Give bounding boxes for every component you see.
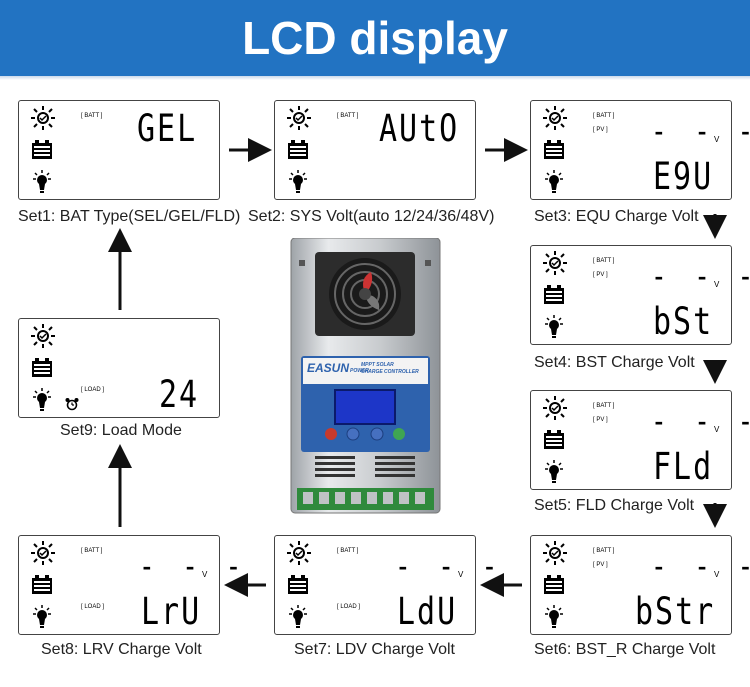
- batt-indicator: [ BATT ]: [593, 403, 615, 409]
- lcd-panel-set8: [ BATT ] [ LOAD ] - - - V LrU: [18, 535, 241, 635]
- lcd-panel-set3: [ BATT ] [ PV ] - - - V E9U: [530, 100, 750, 200]
- caption-set2: Set2: SYS Volt(auto 12/24/36/48V): [248, 208, 495, 225]
- status-icons: [275, 536, 315, 634]
- batt-indicator: [ BATT ]: [337, 548, 359, 554]
- lcd-main-value: 24: [159, 373, 200, 417]
- caption-set1: Set1: BAT Type(SEL/GEL/FLD): [18, 208, 241, 225]
- battery-icon: [31, 139, 53, 161]
- bulb-icon: [287, 170, 309, 194]
- lcd-panel-set5: [ BATT ] [ PV ] - - - V FLd: [530, 390, 750, 490]
- sun-icon: [543, 541, 567, 565]
- lcd-panel-set6: [ BATT ] [ PV ] - - - V bStr: [530, 535, 750, 635]
- lcd-panel-set2: [ BATT ] AUtO: [274, 100, 476, 200]
- sun-icon: [287, 541, 311, 565]
- caption-set4: Set4: BST Charge Volt: [534, 354, 695, 371]
- caption-set6: Set6: BST_R Charge Volt: [534, 641, 716, 658]
- lcd-main-value: FLd: [653, 445, 714, 489]
- batt-indicator: [ BATT ]: [81, 548, 103, 554]
- page-title: LCD display: [242, 12, 508, 64]
- lcd-panel-set9: [ LOAD ] 24: [18, 318, 220, 418]
- lcd-main-value: LrU: [141, 590, 202, 634]
- battery-icon: [287, 574, 309, 596]
- bulb-icon: [31, 170, 53, 194]
- caption-set8: Set8: LRV Charge Volt: [41, 641, 202, 658]
- sun-icon: [543, 251, 567, 275]
- lcd-main-value: GEL: [137, 107, 198, 151]
- sun-icon: [543, 106, 567, 130]
- pv-indicator: [ PV ]: [593, 127, 608, 133]
- bulb-icon: [31, 605, 53, 629]
- load-indicator: [ LOAD ]: [81, 604, 105, 610]
- volt-unit: V: [714, 570, 720, 579]
- sun-icon: [31, 541, 55, 565]
- pv-indicator: [ PV ]: [593, 272, 608, 278]
- lcd-top-dashes: - - -: [651, 403, 750, 441]
- lcd-main-value: LdU: [397, 590, 458, 634]
- status-icons: [19, 536, 59, 634]
- status-icons: [19, 319, 59, 417]
- status-icons: [275, 101, 315, 199]
- battery-icon: [543, 284, 565, 306]
- bulb-icon: [543, 315, 565, 339]
- battery-icon: [543, 574, 565, 596]
- caption-set7: Set7: LDV Charge Volt: [294, 641, 455, 658]
- status-icons: [531, 101, 571, 199]
- lcd-top-dashes: - - -: [651, 113, 750, 151]
- batt-indicator: [ BATT ]: [593, 548, 615, 554]
- lcd-main-value: bSt: [653, 300, 714, 344]
- battery-icon: [287, 139, 309, 161]
- batt-indicator: [ BATT ]: [593, 258, 615, 264]
- lcd-top-dashes: - - -: [651, 548, 750, 586]
- alarm-clock-icon: [65, 397, 79, 411]
- load-indicator: [ LOAD ]: [337, 604, 361, 610]
- lcd-top-dashes: - - -: [651, 258, 750, 296]
- battery-icon: [31, 574, 53, 596]
- sun-icon: [287, 106, 311, 130]
- title-banner: [0, 0, 750, 76]
- sun-icon: [31, 324, 55, 348]
- pv-indicator: [ PV ]: [593, 417, 608, 423]
- caption-set9: Set9: Load Mode: [60, 422, 182, 439]
- batt-indicator: [ BATT ]: [81, 113, 103, 119]
- load-indicator: [ LOAD ]: [81, 387, 105, 393]
- batt-indicator: [ BATT ]: [337, 113, 359, 119]
- banner-shadow: [0, 76, 750, 80]
- volt-unit: V: [714, 425, 720, 434]
- bulb-icon: [543, 460, 565, 484]
- sun-icon: [543, 396, 567, 420]
- status-icons: [531, 246, 571, 344]
- sun-icon: [31, 106, 55, 130]
- bulb-icon: [543, 170, 565, 194]
- lcd-panel-set7: [ BATT ] [ LOAD ] - - - V LdU: [274, 535, 497, 635]
- caption-set3: Set3: EQU Charge Volt: [534, 208, 699, 225]
- pv-indicator: [ PV ]: [593, 562, 608, 568]
- status-icons: [531, 536, 571, 634]
- battery-icon: [543, 429, 565, 451]
- battery-icon: [543, 139, 565, 161]
- battery-icon: [31, 357, 53, 379]
- volt-unit: V: [714, 135, 720, 144]
- brand-logo: EASUNPOWER: [307, 361, 369, 375]
- lcd-main-value: E9U: [653, 155, 714, 199]
- lcd-panel-set1: [ BATT ] GEL: [18, 100, 220, 200]
- volt-unit: V: [202, 570, 208, 579]
- bulb-icon: [543, 605, 565, 629]
- batt-indicator: [ BATT ]: [593, 113, 615, 119]
- volt-unit: V: [714, 280, 720, 289]
- bulb-icon: [31, 388, 53, 412]
- volt-unit: V: [458, 570, 464, 579]
- caption-set5: Set5: FLD Charge Volt: [534, 497, 695, 514]
- bulb-icon: [287, 605, 309, 629]
- lcd-panel-set4: [ BATT ] [ PV ] - - - V bSt: [530, 245, 750, 345]
- status-icons: [531, 391, 571, 489]
- lcd-main-value: AUtO: [379, 107, 460, 151]
- status-icons: [19, 101, 59, 199]
- lcd-main-value: bStr: [635, 590, 716, 634]
